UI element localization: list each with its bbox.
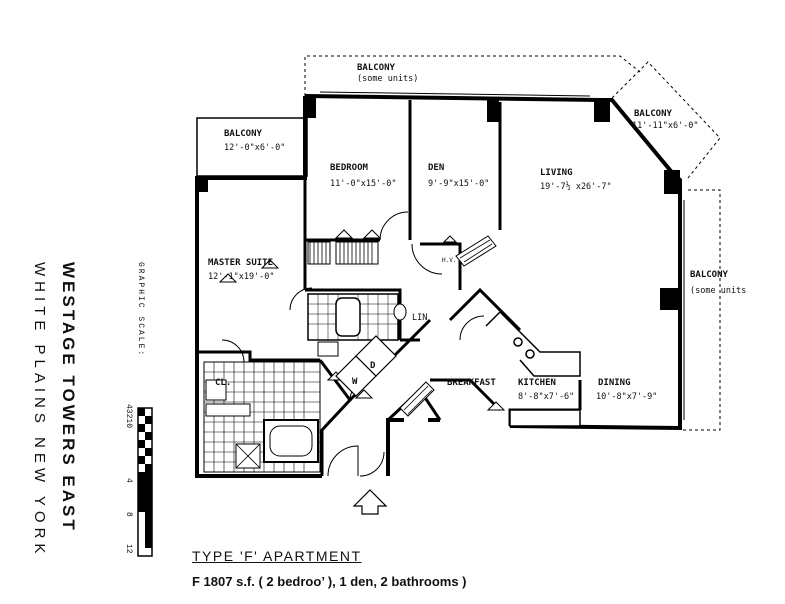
balcony-top-dim: (some units) xyxy=(357,74,418,84)
balcony-left-dim: 12'-0"x6'-0" xyxy=(224,143,285,153)
hvac-label: H.V. xyxy=(442,257,456,264)
linen-label: LIN xyxy=(412,313,427,323)
breakfast-label: BREAKFAST xyxy=(447,378,496,388)
scale-tick-0: 43210 xyxy=(124,404,133,429)
dryer-label: D xyxy=(370,361,376,371)
den-dim: 9'-9"x15'-0" xyxy=(428,179,489,189)
kitchen-label: KITCHEN xyxy=(518,378,556,388)
structural-columns xyxy=(198,98,680,310)
balcony-left-label: BALCONY xyxy=(224,129,263,139)
balcony-top-label: BALCONY xyxy=(357,63,396,73)
graphic-scale-bar xyxy=(137,407,153,557)
entry-arrow xyxy=(352,489,388,515)
apartment-summary: F 1807 s.f. ( 2 bedroo’ ), 1 den, 2 bath… xyxy=(192,574,467,589)
dining-dim: 10'-8"x7'-9" xyxy=(596,392,657,402)
second-bath xyxy=(307,293,407,357)
balcony-outlines xyxy=(304,55,721,431)
door-arrows xyxy=(218,229,506,411)
scale-tick-4: 4 xyxy=(124,478,133,483)
graphic-scale-label: GRAPHIC SCALE: xyxy=(136,262,145,358)
scale-tick-8: 8 xyxy=(124,512,133,517)
laundry xyxy=(335,335,397,397)
master-suite-label: MASTER SUITE xyxy=(208,258,273,268)
closets xyxy=(205,235,497,417)
den-label: DEN xyxy=(428,163,444,173)
building-name: WESTAGE TOWERS EAST xyxy=(59,262,78,533)
bedroom-label: BEDROOM xyxy=(330,163,369,173)
living-dim: 19'-7½ x26'-7" xyxy=(540,181,612,192)
building-location: WHITE PLAINS NEW YORK xyxy=(31,262,48,559)
dining-label: DINING xyxy=(598,378,631,388)
kitchen-counters xyxy=(485,310,581,427)
scale-tick-12: 12 xyxy=(124,544,133,554)
living-label: LIVING xyxy=(540,168,573,178)
master-suite-dim: 12'-1"x19'-0" xyxy=(208,272,275,282)
closet-label: CL. xyxy=(215,378,231,388)
balcony-right-dim: (some units xyxy=(690,286,746,296)
windows xyxy=(319,91,685,420)
balcony-corner-dim: 11'-11"x6'-0" xyxy=(632,121,699,131)
washer-label: W xyxy=(352,377,358,387)
door-swings xyxy=(221,211,485,477)
bedroom-dim: 11'-0"x15'-0" xyxy=(330,179,397,189)
balcony-corner-label: BALCONY xyxy=(634,109,673,119)
kitchen-dim: 8'-8"x7'-6" xyxy=(518,392,574,402)
balcony-right-label: BALCONY xyxy=(690,270,729,280)
apartment-type-title: TYPE 'F' APARTMENT xyxy=(192,548,362,564)
